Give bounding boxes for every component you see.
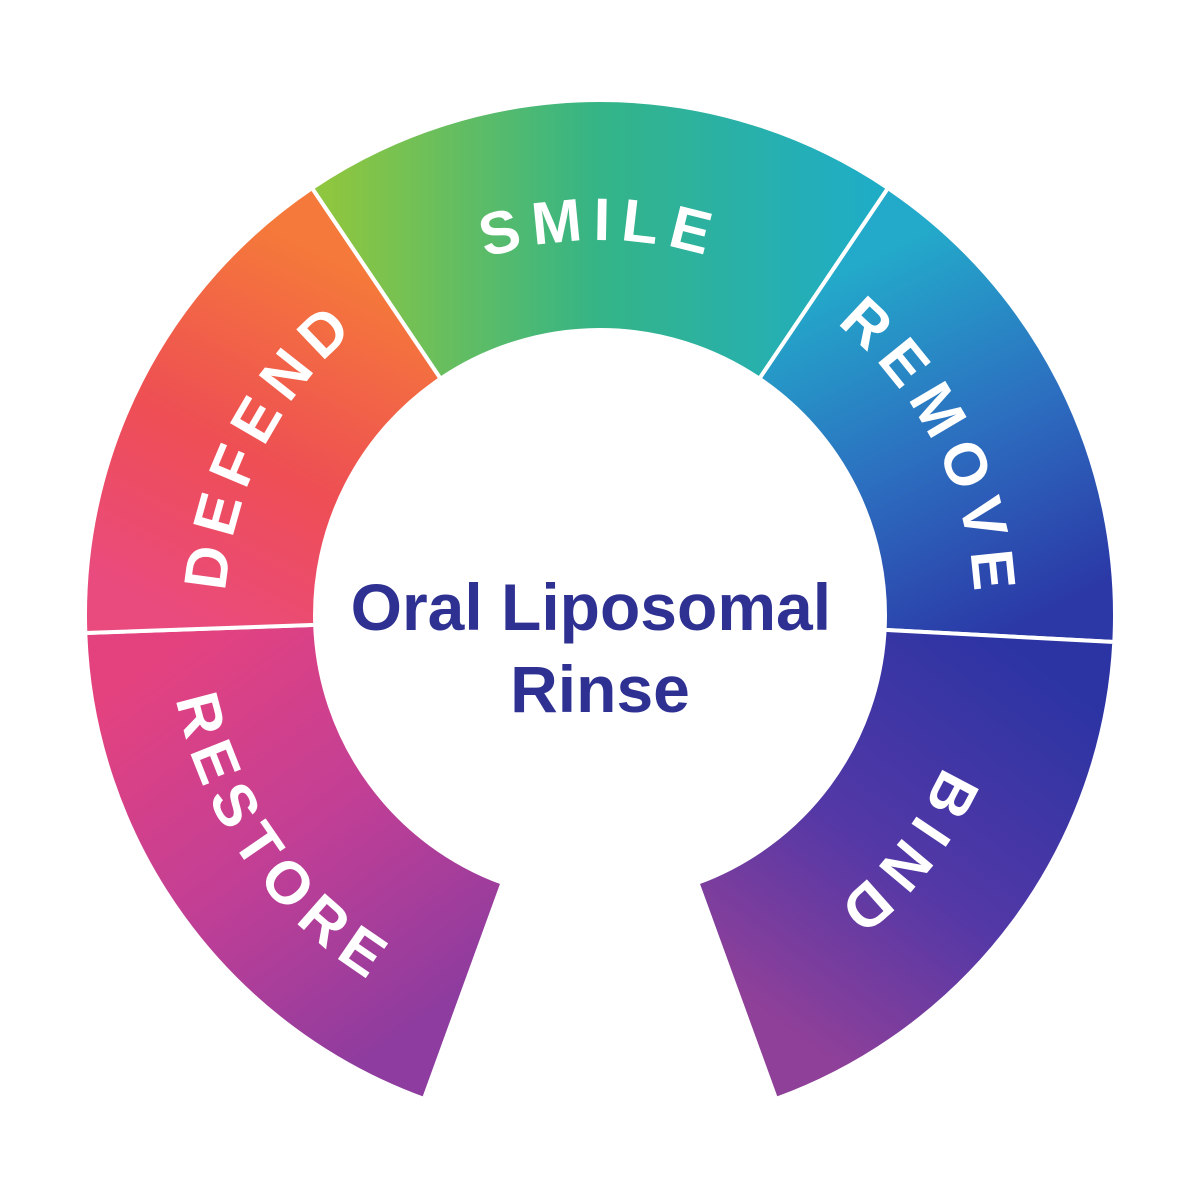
segment-remove bbox=[757, 186, 1117, 644]
center-title-line1: Oral Liposomal bbox=[351, 570, 831, 644]
segment-restore bbox=[83, 622, 505, 1101]
center-title: Oral Liposomal Rinse bbox=[351, 570, 850, 726]
ring-segments bbox=[82, 98, 1117, 1101]
center-title-line2: Rinse bbox=[510, 652, 690, 726]
segment-defend bbox=[82, 186, 443, 635]
segment-smile bbox=[310, 98, 890, 381]
segment-bind bbox=[695, 627, 1117, 1101]
